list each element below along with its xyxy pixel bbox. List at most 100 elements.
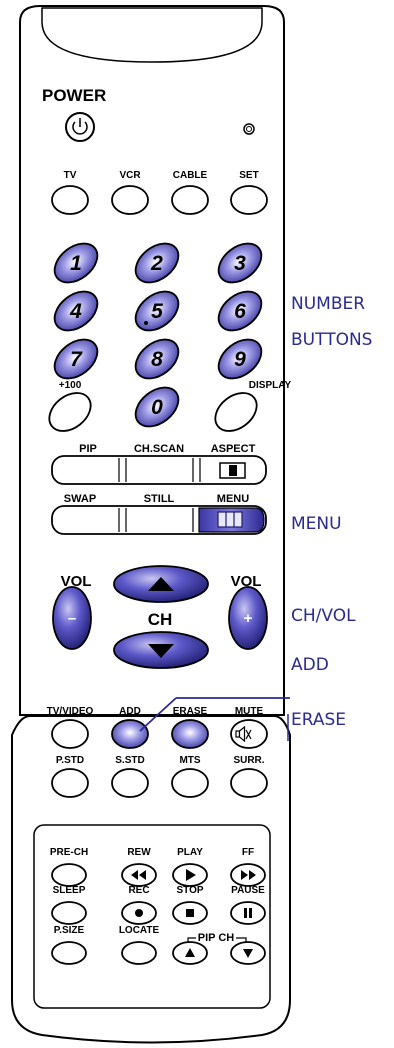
add-button[interactable] (111, 719, 149, 749)
mute-label: MUTE (235, 706, 264, 717)
plus100-button[interactable] (42, 385, 98, 439)
aspect-label: ASPECT (211, 443, 256, 455)
pause-icon (244, 908, 252, 918)
set-button[interactable] (230, 185, 268, 215)
ch-scan-label: CH.SCAN (134, 443, 184, 455)
display-label: DISPLAY (249, 380, 292, 391)
stop-label: STOP (176, 885, 203, 896)
still-button[interactable] (128, 509, 191, 531)
number-button-9[interactable] (211, 332, 269, 387)
rec-icon (135, 909, 143, 917)
number-label-5: 5 (151, 300, 163, 323)
number-button-8[interactable] (128, 332, 186, 387)
vol-down-button[interactable] (52, 586, 92, 650)
swap-label: SWAP (64, 493, 96, 505)
set-label: SET (239, 170, 258, 181)
tv-video-button[interactable] (51, 719, 89, 749)
cable-button[interactable] (171, 185, 209, 215)
up-arrow-icon (185, 948, 195, 957)
play-label: PLAY (177, 847, 203, 858)
number-button-4[interactable] (47, 284, 105, 339)
pip-button[interactable] (55, 459, 117, 481)
vol-left-label: VOL (61, 573, 92, 590)
pre-ch-button[interactable] (51, 863, 87, 887)
ir-window (41, 7, 263, 63)
number-button-7[interactable] (47, 332, 105, 387)
vcr-button[interactable] (111, 185, 149, 215)
vol-up-button[interactable] (228, 586, 268, 650)
number-button-2[interactable] (128, 236, 186, 291)
bar-pip-scan-aspect (51, 455, 267, 485)
surr-label: SURR. (233, 755, 264, 766)
rew-icon (131, 870, 146, 880)
number-button-0[interactable] (128, 380, 186, 435)
add-label: ADD (119, 706, 141, 717)
tv-video-label: TV/VIDEO (47, 706, 94, 717)
callout-add: ADD (291, 655, 329, 675)
bar-swap-still-menu (51, 505, 267, 535)
rew-label: REW (127, 847, 151, 858)
ch-scan-button[interactable] (128, 459, 191, 481)
callout-number-1: NUMBER (291, 294, 365, 314)
down-arrow-icon (148, 644, 174, 658)
surr-button[interactable] (230, 768, 268, 798)
indicator-led (243, 123, 255, 135)
pause-button[interactable] (230, 901, 266, 925)
s-std-label: S.STD (115, 755, 144, 766)
plus100-label: +100 (59, 380, 82, 391)
stop-icon (186, 909, 194, 917)
ff-label: FF (242, 847, 254, 858)
number-button-5[interactable] (128, 284, 186, 339)
tactile-dot (144, 321, 148, 325)
erase-button[interactable] (171, 719, 209, 749)
callout-chvol: CH/VOL (291, 606, 356, 626)
mute-icon (235, 725, 252, 743)
s-std-button[interactable] (111, 768, 149, 798)
aspect-icon (219, 462, 246, 479)
number-button-6[interactable] (211, 284, 269, 339)
mts-button[interactable] (171, 768, 209, 798)
tv-button[interactable] (51, 185, 89, 215)
p-std-button[interactable] (51, 768, 89, 798)
down-arrow-icon (243, 949, 253, 958)
mts-label: MTS (179, 755, 200, 766)
tv-label: TV (64, 170, 77, 181)
vcr-label: VCR (119, 170, 141, 181)
callout-menu: MENU (291, 514, 342, 534)
swap-button[interactable] (55, 509, 117, 531)
number-button-1[interactable] (47, 236, 105, 291)
sleep-label: SLEEP (53, 885, 86, 896)
still-label: STILL (144, 493, 175, 505)
rec-label: REC (128, 885, 149, 896)
up-arrow-icon (148, 577, 174, 591)
callout-number-2: BUTTONS (291, 330, 372, 350)
add-leader-diag (139, 697, 177, 732)
number-label-2: 2 (150, 252, 163, 275)
power-label: POWER (42, 86, 106, 105)
ch-label: CH (148, 610, 173, 629)
locate-button[interactable] (121, 941, 157, 965)
number-label-0: 0 (151, 396, 163, 419)
number-label-7: 7 (70, 348, 83, 371)
pause-label: PAUSE (231, 885, 265, 896)
number-label-6: 6 (234, 300, 246, 323)
number-label-9: 9 (234, 348, 246, 371)
pre-ch-label: PRE-CH (50, 847, 88, 858)
cable-label: CABLE (173, 170, 208, 181)
display-button[interactable] (208, 385, 264, 439)
p-size-button[interactable] (51, 941, 87, 965)
sleep-button[interactable] (51, 901, 87, 925)
number-button-3[interactable] (211, 236, 269, 291)
number-label-1: 1 (70, 252, 82, 275)
p-size-label: P.SIZE (54, 925, 85, 936)
p-std-label: P.STD (56, 755, 84, 766)
pip-ch-label: PIP CH (198, 932, 235, 944)
pip-ch-bracket-left (187, 937, 196, 943)
erase-label: ERASE (173, 706, 208, 717)
number-label-4: 4 (69, 300, 82, 323)
menu-label: MENU (217, 493, 249, 505)
vol-down-sign: – (68, 610, 76, 627)
number-label-8: 8 (151, 348, 163, 371)
ff-icon (241, 870, 256, 880)
